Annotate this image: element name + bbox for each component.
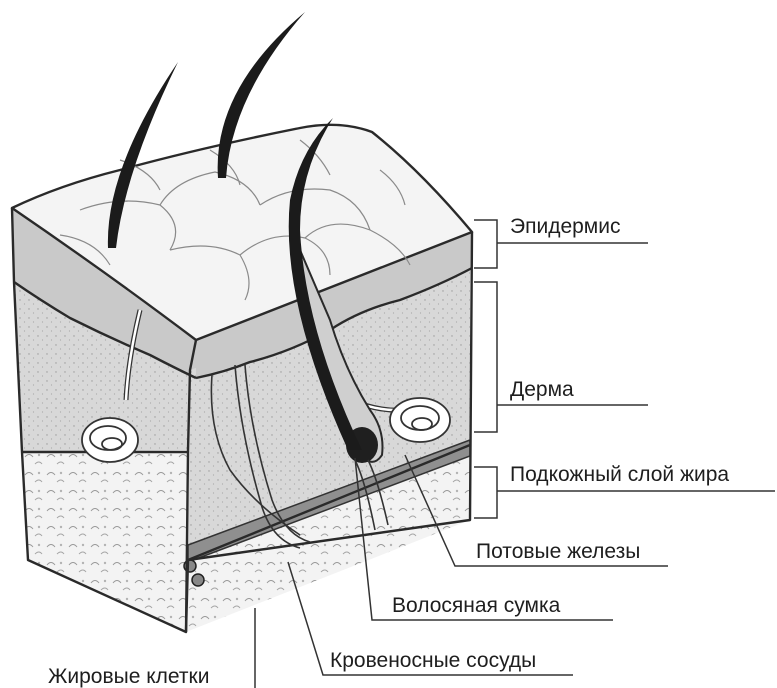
- bracket-dermis: [474, 282, 497, 432]
- bracket-fat: [474, 467, 497, 518]
- brackets: [474, 220, 497, 518]
- label-subcutaneous-fat: Подкожный слой жира: [510, 463, 729, 486]
- left-face-fat: [22, 452, 188, 632]
- label-dermis: Дерма: [510, 378, 574, 401]
- label-hair-follicle: Волосяная сумка: [392, 594, 561, 617]
- label-sweat-glands: Потовые железы: [476, 540, 640, 563]
- vessel-cross-section-b: [192, 574, 204, 586]
- bracket-epidermis: [474, 220, 497, 268]
- label-epidermis: Эпидермис: [510, 215, 620, 238]
- label-fat-cells: Жировые клетки: [48, 665, 209, 688]
- skin-block: [12, 125, 472, 632]
- label-blood-vessels: Кровеносные сосуды: [330, 649, 536, 672]
